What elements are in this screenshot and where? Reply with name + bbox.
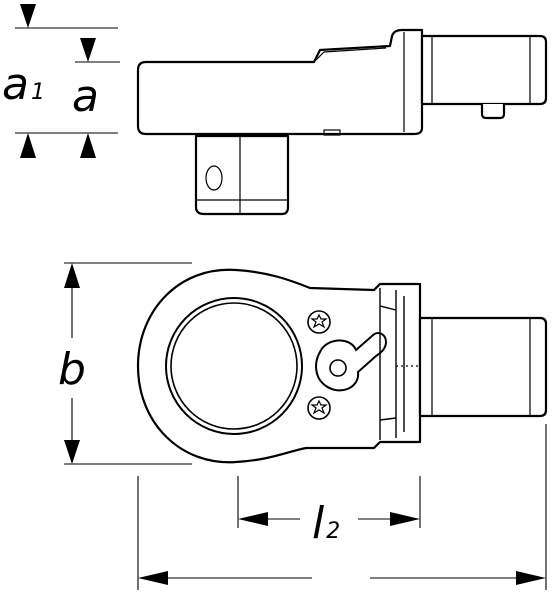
side-view: a1 a bbox=[2, 4, 548, 216]
b-arrow-bottom bbox=[64, 440, 80, 464]
dimension-a-label: a bbox=[72, 71, 99, 122]
a1-arrow-bottom bbox=[20, 133, 36, 158]
head-body-side bbox=[136, 28, 424, 136]
overall-arrow-right bbox=[516, 571, 546, 585]
ring-inner bbox=[170, 302, 298, 430]
detent-ball bbox=[205, 165, 223, 191]
dimension-b-label: b bbox=[58, 344, 86, 395]
shank-plan bbox=[418, 316, 548, 418]
b-arrow-top bbox=[64, 263, 80, 288]
ring-outer bbox=[165, 297, 303, 435]
l2-arrow-left bbox=[238, 512, 268, 526]
dimension-a1-label: a1 bbox=[2, 59, 45, 110]
a-arrow-bottom bbox=[80, 133, 96, 158]
torx-screw-icon bbox=[307, 310, 331, 334]
dimension-l2-label: l2 bbox=[312, 498, 340, 549]
a-arrow-top bbox=[80, 38, 96, 62]
plan-view: b l2 bbox=[58, 262, 548, 590]
shank-side bbox=[420, 34, 548, 106]
shank-pin bbox=[480, 104, 506, 120]
l2-arrow-right bbox=[390, 512, 420, 526]
reversing-lever-icon bbox=[315, 332, 388, 392]
torx-screw-icon bbox=[307, 396, 331, 420]
overall-arrow-left bbox=[138, 571, 168, 585]
a1-arrow-top bbox=[20, 4, 36, 28]
ratchet-head-plan bbox=[136, 268, 422, 464]
square-drive-stub bbox=[194, 134, 290, 216]
